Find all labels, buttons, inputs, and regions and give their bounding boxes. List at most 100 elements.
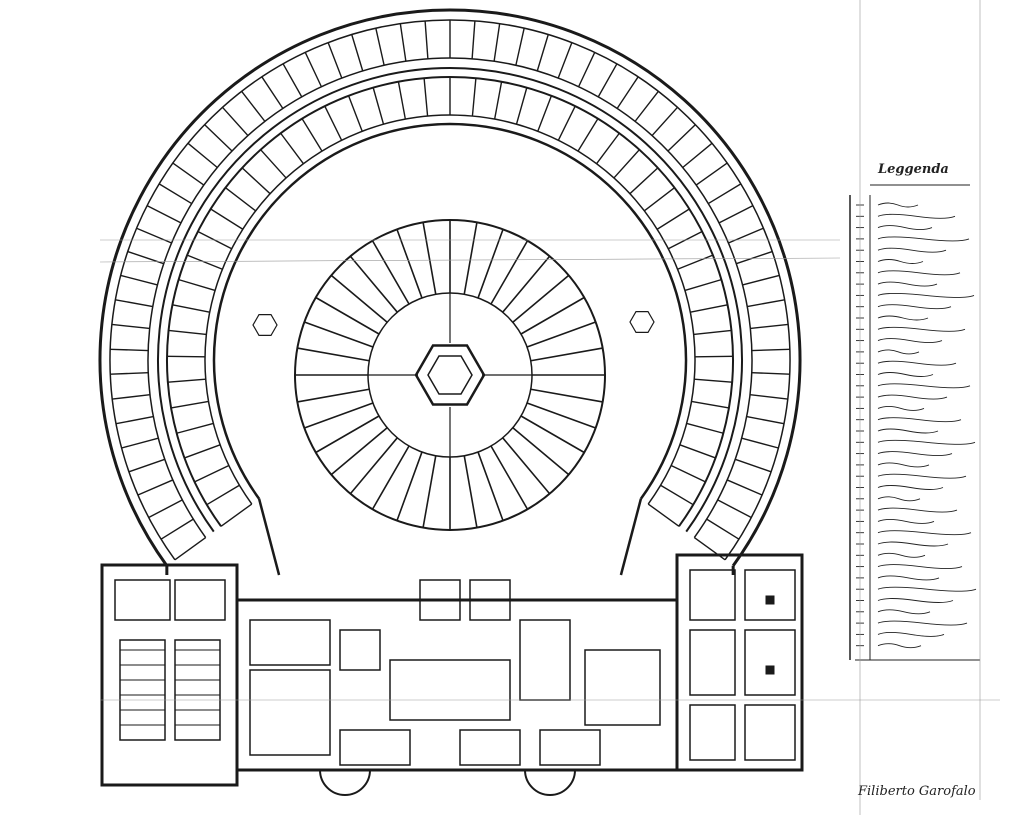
construction-line xyxy=(99,257,841,263)
radial-wall xyxy=(315,296,380,335)
inner-cell-wall xyxy=(647,503,680,527)
inner-cell-wall xyxy=(225,187,257,212)
outer-cell-wall xyxy=(375,28,385,66)
room xyxy=(689,569,736,621)
ring-wall-6 xyxy=(212,122,688,500)
outer-cell-wall xyxy=(128,458,166,473)
outer-cell-wall xyxy=(734,458,772,473)
outer-cell-wall xyxy=(746,415,785,425)
inner-cell-wall xyxy=(515,87,528,125)
horseshoe-leg xyxy=(257,498,281,576)
inner-cell-wall xyxy=(397,81,407,120)
room xyxy=(689,704,736,761)
outer-cell-wall xyxy=(718,205,754,224)
ring-wall-0 xyxy=(98,8,802,567)
ring-wall-3 xyxy=(157,67,743,533)
radial-wall xyxy=(512,427,570,476)
apse xyxy=(524,769,576,796)
inner-cell-wall xyxy=(596,132,620,165)
room xyxy=(744,569,796,621)
legend-entry xyxy=(877,507,958,513)
room xyxy=(469,579,511,621)
room xyxy=(459,729,521,766)
inner-cell-wall xyxy=(693,329,732,336)
inner-cell-wall xyxy=(168,329,207,336)
room xyxy=(539,729,601,766)
room xyxy=(584,649,661,726)
inner-cell-wall xyxy=(172,304,210,313)
radial-wall xyxy=(530,347,603,362)
radial-wall xyxy=(304,321,374,348)
legend-entry xyxy=(877,428,939,434)
outer-cell-wall xyxy=(172,162,205,186)
radial-wall xyxy=(526,402,596,429)
central-tower xyxy=(414,344,486,406)
outer-cell-wall xyxy=(736,250,773,265)
legend-entry xyxy=(877,541,949,547)
legend-entry xyxy=(877,394,948,400)
outer-cell-wall xyxy=(726,479,763,496)
legend-entry xyxy=(877,259,924,264)
legend-table xyxy=(849,184,980,661)
legend-entry xyxy=(877,586,977,592)
inner-cell-wall xyxy=(372,87,385,125)
outer-cell-wall xyxy=(204,124,233,152)
hexagonal-marker xyxy=(629,311,655,333)
legend-entry xyxy=(877,281,938,287)
legend-entry xyxy=(877,451,953,457)
legend-entry xyxy=(877,292,975,298)
outer-cell-wall xyxy=(111,323,150,330)
legend-entry xyxy=(877,304,952,310)
outer-cell-wall xyxy=(515,28,525,66)
outer-cell-wall xyxy=(667,124,696,152)
inner-cell-wall xyxy=(170,400,209,409)
legend-entry xyxy=(877,236,970,242)
inner-cell-wall xyxy=(660,484,694,506)
legend-entry xyxy=(877,405,925,411)
legend-entry xyxy=(877,609,931,615)
inner-cell-wall xyxy=(347,95,363,132)
outer-cell-wall xyxy=(221,106,249,137)
radial-wall xyxy=(330,427,388,476)
inner-cell-wall xyxy=(493,81,503,120)
legend-entry xyxy=(877,496,921,502)
legend-title: Leggenda xyxy=(878,162,949,177)
outer-cell-wall xyxy=(751,348,790,352)
central-rotunda xyxy=(252,219,655,531)
outer-cell-wall xyxy=(136,227,172,244)
radial-wall xyxy=(502,255,551,313)
radial-wall xyxy=(297,347,370,362)
legend-entry xyxy=(877,213,956,219)
radial-wall xyxy=(396,229,423,299)
horseshoe-cell-block xyxy=(98,8,802,576)
room xyxy=(389,659,511,721)
inner-cell-wall xyxy=(301,118,323,152)
room xyxy=(339,729,411,766)
inner-cell-wall xyxy=(210,208,244,230)
radial-wall xyxy=(349,255,398,313)
room xyxy=(744,629,796,696)
radial-wall xyxy=(371,445,410,510)
outer-cell-wall xyxy=(120,274,158,286)
radial-wall xyxy=(315,415,380,454)
outer-cell-wall xyxy=(682,142,713,169)
legend-entry xyxy=(877,620,968,626)
outer-cell-wall xyxy=(424,20,429,59)
inner-cell-wall xyxy=(178,278,216,292)
inner-cell-wall xyxy=(176,422,214,434)
radial-wall xyxy=(330,274,388,323)
inner-cell-wall xyxy=(194,464,230,483)
signature: Filiberto Garofalo xyxy=(858,784,976,799)
outer-cell-wall xyxy=(146,205,182,224)
inner-cell-wall xyxy=(670,464,706,483)
radial-wall xyxy=(422,222,437,295)
outer-cell-wall xyxy=(399,23,407,62)
legend-entry xyxy=(877,315,929,321)
outer-cell-wall xyxy=(351,34,364,72)
room xyxy=(419,579,461,621)
inner-cell-wall xyxy=(629,167,659,195)
legend-entry xyxy=(877,247,947,253)
inner-cell-wall xyxy=(423,78,429,117)
radial-wall xyxy=(490,445,529,510)
room xyxy=(339,629,381,671)
